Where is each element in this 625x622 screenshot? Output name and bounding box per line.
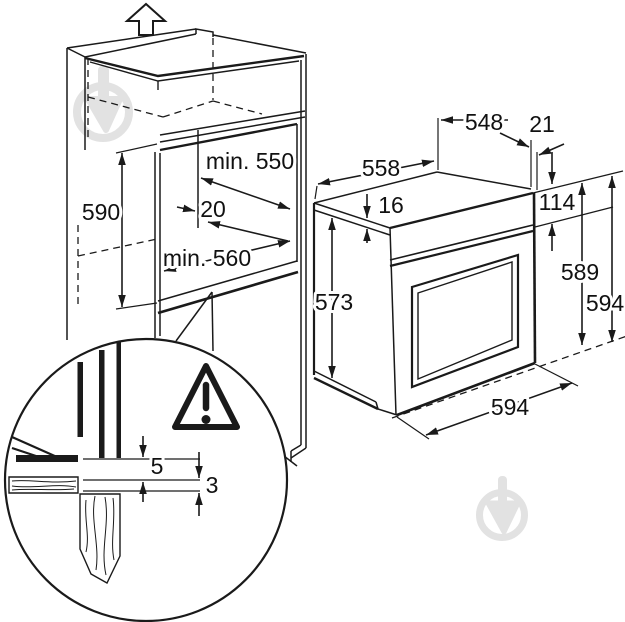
dim-oven-depth-top: 548 <box>465 109 503 135</box>
wood-panel-horizontal <box>8 476 79 494</box>
up-arrow-icon <box>124 2 168 36</box>
watermark-logo-top-left <box>73 66 133 142</box>
cabinet-dimensions: 590 min. 550 20 min. 560 <box>79 143 297 310</box>
dim-detail-gap-upper: 5 <box>151 453 164 479</box>
wood-panel-vertical <box>79 493 121 584</box>
dim-oven-overhang: 21 <box>529 111 555 137</box>
oven-dimensions: 558 548 21 16 114 573 589 594 594 <box>312 106 625 440</box>
dim-niche-depth: min. 550 <box>206 148 294 174</box>
warning-triangle-icon <box>172 363 240 430</box>
dim-detail-gap-lower: 3 <box>206 472 219 498</box>
dim-oven-side-height: 573 <box>315 289 353 315</box>
cabinet-drawing <box>66 28 307 467</box>
dim-cabinet-height: 590 <box>82 199 120 225</box>
dim-niche-width: min. 560 <box>163 245 251 271</box>
dim-oven-height-front: 594 <box>586 290 625 316</box>
dim-oven-height-rear: 589 <box>561 259 599 285</box>
watermark-logo-bottom-right <box>476 476 528 541</box>
dim-oven-panel-height: 114 <box>539 189 576 215</box>
dim-oven-top-edge: 16 <box>378 192 404 218</box>
dim-rear-gap: 20 <box>200 196 226 222</box>
detail-callout: 5 3 <box>3 291 289 622</box>
oven-door-window <box>410 253 520 389</box>
dim-oven-width-top: 558 <box>362 155 400 181</box>
oven-drawing <box>312 171 625 419</box>
dim-oven-width-bottom: 594 <box>491 394 530 420</box>
